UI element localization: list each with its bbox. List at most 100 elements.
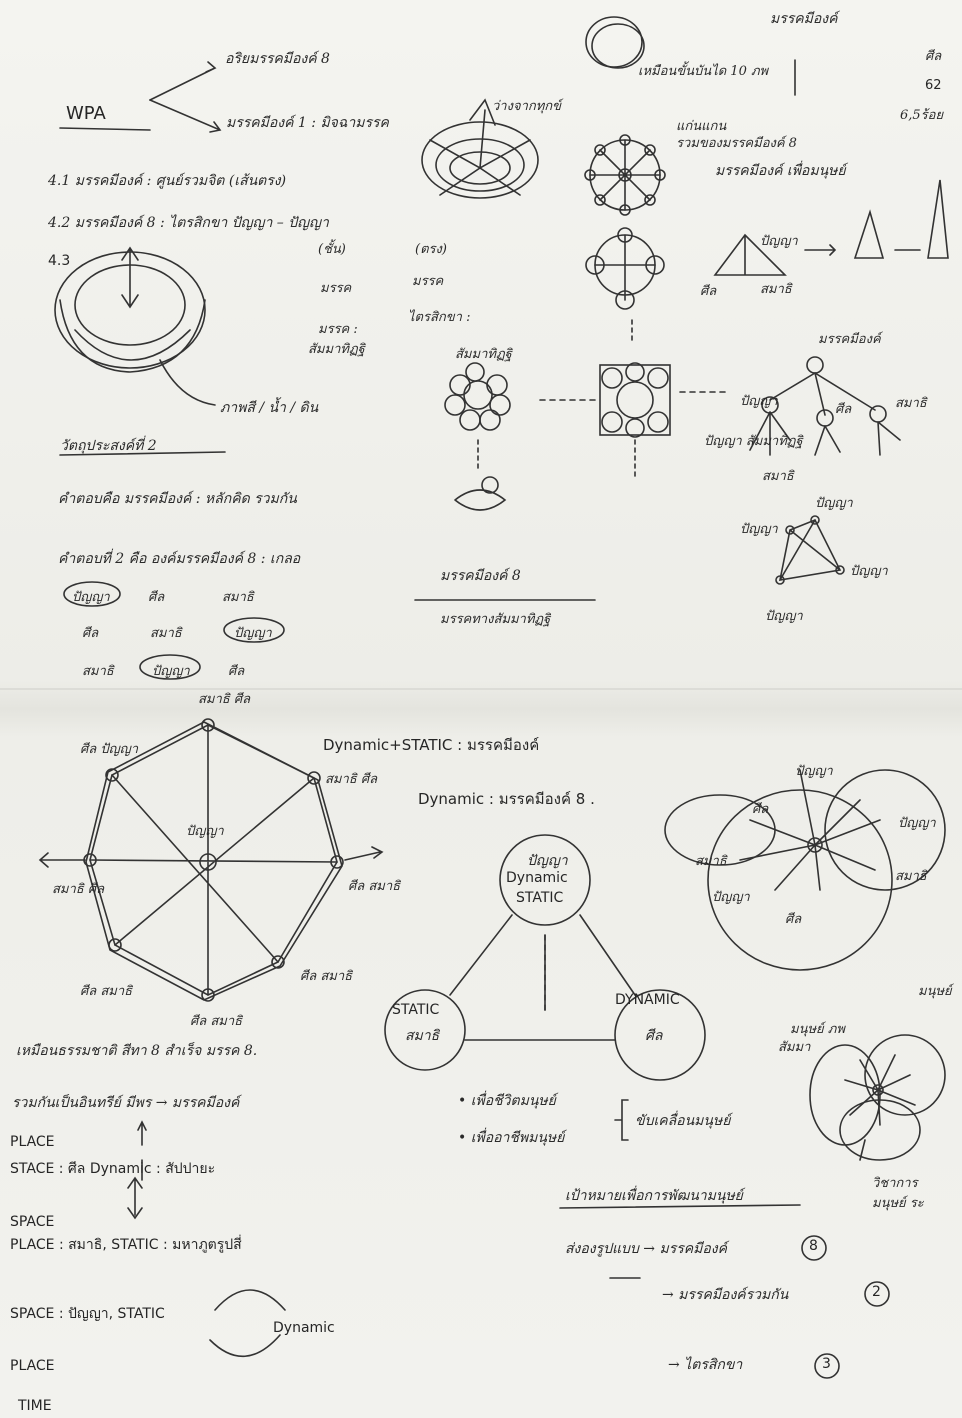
tri-sila: ศีล <box>700 280 716 301</box>
cluster-label-6: ศีล <box>785 908 801 929</box>
goal-1-num: 8 <box>809 1238 818 1254</box>
stace-line: STACE : ศีล Dynamic : สัปปายะ <box>10 1158 215 1180</box>
goal-3-num: 3 <box>822 1356 831 1372</box>
col2-b: ไตรสิกขา : <box>408 306 470 327</box>
tree-label-3: สมาธิ <box>895 392 927 413</box>
k4-label-4: ปัญญา <box>765 605 803 626</box>
tri-panya: ปัญญา <box>760 230 798 251</box>
wheel-label-br: ศีล สมาธิ <box>300 965 352 986</box>
cluster-label-3: ปัญญา <box>898 812 936 833</box>
mid-label: มรรคมีองค์ 8 <box>440 565 521 587</box>
bottom-b1: เหมือนธรรมชาติ สีทา 8 สำเร็จ มรรค 8. <box>16 1040 257 1062</box>
row3-b: ปัญญา <box>152 660 190 681</box>
dynamic-word: Dynamic <box>273 1320 335 1336</box>
goal-2: → มรรคมีองค์รวมกัน <box>662 1284 788 1306</box>
wheel-label-bottom: ศีล สมาธิ <box>190 1010 242 1031</box>
side-num-1: ศีล <box>925 45 941 66</box>
row2-b: สมาธิ <box>150 622 182 643</box>
wheel-label-bl: ศีล สมาธิ <box>80 980 132 1001</box>
human-label-4: วิชาการ <box>872 1172 918 1193</box>
cluster-label-5: ปัญญา <box>712 886 750 907</box>
goal-title: เป้าหมายเพื่อการพัฒนามนุษย์ <box>565 1185 743 1207</box>
rotate-arrow-top <box>215 1290 285 1310</box>
goal-2-num: 2 <box>872 1284 881 1300</box>
row1-c: สมาธิ <box>222 586 254 607</box>
rotate-arrow-bottom <box>210 1335 280 1356</box>
k4-label-1: ปัญญา <box>815 492 853 513</box>
tree-root <box>807 357 823 373</box>
big-wheel <box>40 719 382 1001</box>
space-3-line: SPACE : ปัญญา, STATIC <box>10 1303 165 1325</box>
col1-c: สัมมาทิฏฐิ <box>308 338 365 359</box>
row2-c: ปัญญา <box>234 622 272 643</box>
tri-samadhi: สมาธิ <box>760 278 792 299</box>
right-note-3: มรรคมีองค์ เพื่อมนุษย์ <box>715 160 846 182</box>
tri-top-1: ปัญญา <box>527 850 568 872</box>
line-4-1: 4.1 มรรคมีองค์ : ศูนย์รวมจิต (เส้นตรง) <box>48 170 286 192</box>
wheel-center-label: ปัญญา <box>186 820 224 841</box>
tri-top-2: Dynamic <box>506 870 568 886</box>
dynamic8-text: Dynamic : มรรคมีองค์ 8 . <box>418 787 595 811</box>
right-top-text: มรรคมีองค์ <box>770 8 837 30</box>
heading-wpa: WPA <box>66 103 106 124</box>
tri-right-1: DYNAMIC <box>615 992 680 1008</box>
bullet-1: • เพื่อชีวิตมนุษย์ <box>458 1090 556 1112</box>
bracket-text: ขับเคลื่อนมนุษย์ <box>635 1110 730 1132</box>
bottom-b2: รวมกันเป็นอินทรีย์ มีพร → มรรคมีองค์ <box>12 1092 239 1114</box>
k4-label-3: ปัญญา <box>850 560 888 581</box>
water-text: ภาพสี / น้ำ / ดิน <box>220 397 318 419</box>
tree-label-1: ปัญญา <box>740 390 778 411</box>
place-1: PLACE <box>10 1134 55 1150</box>
circle-note-text: เหมือนขั้นบันได 10 ภพ <box>638 60 768 81</box>
cluster-label-1: ปัญญา <box>795 760 833 781</box>
human-label-3: สัมมา <box>778 1036 810 1057</box>
human-label-1: มนุษย์ <box>918 980 952 1001</box>
tri-right-2: ศีล <box>645 1025 662 1047</box>
tri-left-2: สมาธิ <box>405 1025 439 1047</box>
line-b: คำตอบที่ 2 คือ องค์มรรคมีองค์ 8 : เกลอ <box>58 548 300 570</box>
tri-left-1: STATIC <box>392 1002 439 1018</box>
line-4-3: 4.3 <box>48 253 70 269</box>
tree-label-4: ปัญญา สัมมาทิฏฐิ <box>704 430 803 451</box>
right-note-2: รวมของมรรคมีองค์ 8 <box>676 132 797 153</box>
tree-title: มรรคมีองค์ <box>818 328 881 349</box>
row1-b: ศีล <box>148 586 164 607</box>
row3-c: ศีล <box>228 660 244 681</box>
col2-a: มรรค <box>412 270 443 291</box>
cluster-label-4: สมาธิ <box>695 850 727 871</box>
dyn-static-text: Dynamic+STATIC : มรรคมีองค์ <box>323 733 539 757</box>
wpa-underline <box>60 128 150 130</box>
sub-top-text: ว่างจากทุกข์ <box>492 95 561 116</box>
tri-top-3: STATIC <box>516 890 563 906</box>
side-num-2: 62 <box>925 78 942 93</box>
arrow-down-branch <box>150 100 220 132</box>
line-a: คำตอบคือ มรรคมีองค์ : หลักคิด รวมกัน <box>58 488 297 510</box>
arrow-up-branch <box>150 62 215 100</box>
wheel-label-tr: สมาธิ ศีล <box>325 768 377 789</box>
row1-a: ปัญญา <box>72 586 110 607</box>
mid-label-2: มรรคทางสัมมาทิฏฐิ <box>440 608 550 629</box>
side-num-3: 6,5ร้อย <box>900 104 943 125</box>
branch1-text: อริยมรรคมีองค์ 8 <box>225 48 330 70</box>
place-2-line: PLACE : สมาธิ, STATIC : มหาภูตรูปสี่ <box>10 1234 242 1256</box>
cluster-label-2: ศีล <box>752 798 768 819</box>
col1-a: มรรค <box>320 277 351 298</box>
goal-3: → ไตรสิกขา <box>668 1354 742 1376</box>
wheel-label-l: สมาธิ ศีล <box>52 878 104 899</box>
time-word: TIME <box>18 1398 52 1414</box>
wheel-label-tl: ศีล ปัญญา <box>80 738 138 759</box>
tree-label-5: สมาธิ <box>762 465 794 486</box>
bullet-2: • เพื่ออาชีพมนุษย์ <box>458 1127 564 1149</box>
wheel-label-r: ศีล สมาธิ <box>348 875 400 896</box>
wish-text: วัตถุประสงค์ที่ 2 <box>60 435 157 457</box>
tree-label-2: ศีล <box>835 398 851 419</box>
col1-b: มรรค : <box>318 318 358 339</box>
k4-graph <box>780 520 840 580</box>
k4-label-2: ปัญญา <box>740 518 778 539</box>
cluster-label-7: สมาธิ <box>895 865 927 886</box>
wheel-label-top: สมาธิ ศีล <box>198 688 250 709</box>
row3-a: สมาธิ <box>82 660 114 681</box>
row2-a: ศีล <box>82 622 98 643</box>
grid-square <box>600 365 670 435</box>
place-3: PLACE <box>10 1358 55 1374</box>
